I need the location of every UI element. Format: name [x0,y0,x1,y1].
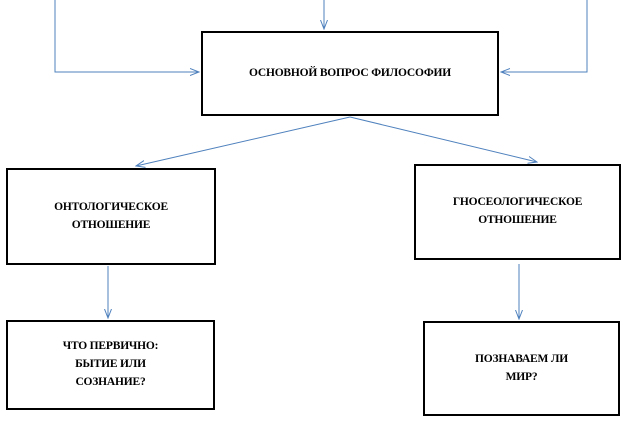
arrow-right-input [501,0,588,72]
arrow-main-to-gnoseological [349,116,537,162]
main-question-box: ОСНОВНОЙ ВОПРОС ФИЛОСОФИИ [201,31,499,116]
can-we-know-world-box: ПОЗНАВАЕМ ЛИ МИР? [423,321,620,416]
arrow-main-to-ontological [136,116,351,166]
ontological-relation-box: ОНТОЛОГИЧЕСКОЕ ОТНОШЕНИЕ [6,168,216,265]
gnoseological-relation-box: ГНОСЕОЛОГИЧЕСКОЕ ОТНОШЕНИЕ [414,164,621,260]
arrow-left-input [54,0,199,72]
what-is-primary-box: ЧТО ПЕРВИЧНО: БЫТИЕ ИЛИ СОЗНАНИЕ? [6,320,215,410]
